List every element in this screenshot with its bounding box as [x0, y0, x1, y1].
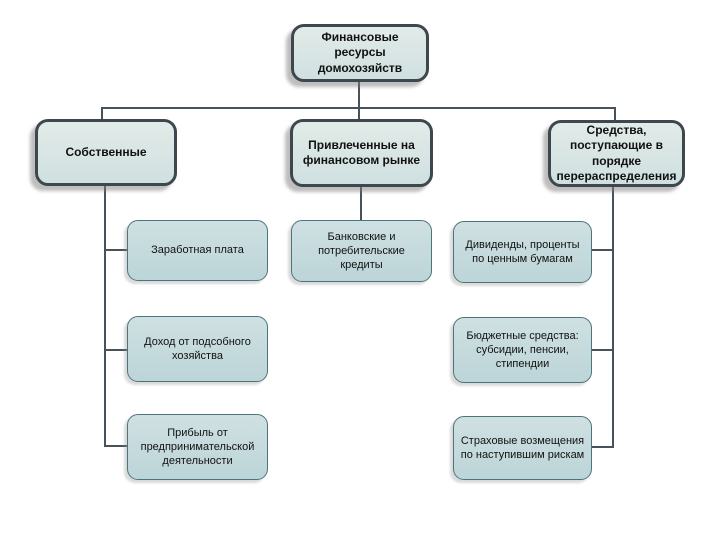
node-wages: Заработная плата: [127, 220, 268, 281]
node-redistribution: Средства, поступающие в порядке перерасп…: [548, 120, 685, 187]
connector-redistr-budget: [591, 349, 613, 351]
node-budget-funds: Бюджетные средства: субсидии, пенсии, ст…: [453, 317, 592, 383]
connector-top-horizontal: [101, 107, 616, 109]
node-attracted: Привлеченные на финансовом рынке: [290, 119, 433, 187]
connector-own-vertical: [104, 185, 106, 447]
connector-redistr-dividends: [591, 249, 613, 251]
node-own: Собственные: [35, 119, 177, 186]
node-dividends: Дивиденды, проценты по ценным бумагам: [453, 221, 592, 283]
node-subsidiary-income: Доход от подсобного хозяйства: [127, 316, 268, 382]
connector-attracted-credits: [360, 186, 362, 220]
connector-redistribution-drop: [614, 107, 616, 121]
connector-redistr-insurance: [591, 446, 613, 448]
node-business-profit: Прибыль от предпринимательской деятельно…: [127, 414, 268, 480]
node-bank-credits: Банковские и потребительские кредиты: [291, 220, 432, 282]
connector-root-stem: [358, 82, 360, 119]
connector-redistr-vertical: [612, 186, 614, 448]
node-root: Финансовые ресурсы домохозяйств: [291, 24, 429, 82]
connector-own-drop: [101, 107, 103, 120]
node-insurance: Страховые возмещения по наступившим риск…: [453, 416, 592, 480]
connector-own-profit: [104, 445, 128, 447]
connector-own-subsidiary: [104, 349, 128, 351]
connector-own-wages: [104, 249, 128, 251]
